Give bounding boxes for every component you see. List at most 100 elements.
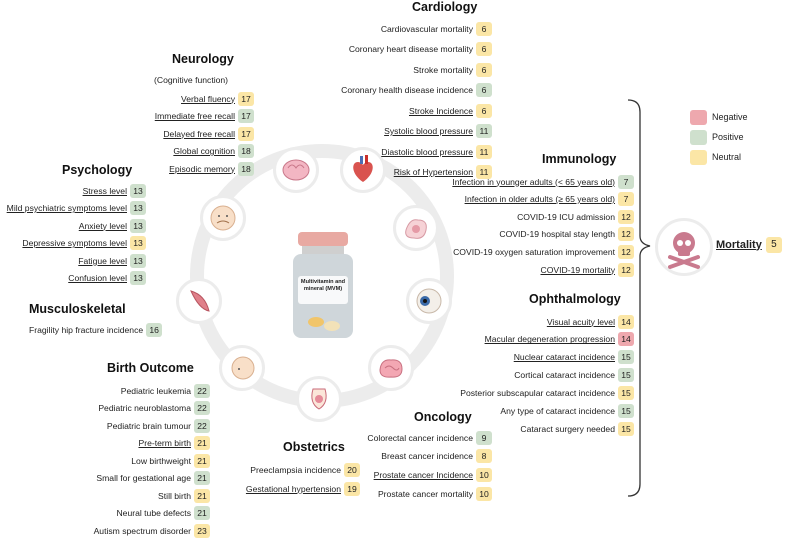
immunology-reference-badge: 12	[618, 209, 634, 224]
cardiology-outcome-label: Stroke Incidence	[408, 105, 473, 116]
ophthalmology-title: Ophthalmology	[529, 292, 621, 306]
mortality-label: Mortality	[716, 238, 762, 251]
legend-positive-swatch	[690, 130, 707, 145]
ophthalmology-reference-badge: 15	[618, 404, 634, 418]
cardiology-reference-badge: 6	[476, 21, 492, 36]
mvm-bottle-icon	[293, 232, 353, 338]
birth-outcome-label: Small for gestational age	[96, 473, 191, 483]
birth-reference-badge: 22	[194, 383, 210, 398]
neurology-outcome-label: Episodic memory	[169, 163, 235, 174]
birth-outcome-label: Still birth	[158, 490, 191, 501]
legend-negative-swatch	[690, 110, 707, 125]
ophthalmology-reference-badge: 15	[618, 368, 634, 383]
psychology-outcome-label: Confusion level	[68, 273, 127, 283]
ophthalmology-outcome-label: Macular degeneration progression	[484, 334, 615, 345]
heart-icon	[340, 147, 386, 193]
psychology-outcome-label: Stress level	[82, 185, 127, 196]
mortality-badge: 5	[765, 236, 782, 253]
musculoskeletal-title: Musculoskeletal	[29, 302, 126, 316]
cardiology-outcome-label: Systolic blood pressure	[384, 126, 473, 136]
obstetrics-reference-badge: 20	[344, 462, 360, 477]
brain-icon	[273, 147, 319, 193]
psychology-reference-badge: 13	[130, 271, 146, 285]
neurology-subtitle: (Cognitive function)	[154, 75, 229, 85]
obstetrics-outcome-label: Gestational hypertension	[245, 483, 341, 494]
immunology-reference-badge: 7	[618, 192, 634, 207]
psychology-outcome-label: Anxiety level	[78, 220, 127, 231]
neurology-reference-badge: 18	[238, 144, 254, 158]
neurology-reference-badge: 17	[238, 126, 254, 141]
cardiology-reference-badge: 11	[476, 165, 492, 179]
neurology-reference-badge: 17	[238, 91, 254, 106]
psychology-title: Psychology	[62, 163, 133, 177]
oncology-outcome-label: Prostate cancer mortality	[377, 488, 473, 499]
muscle-icon	[176, 278, 222, 324]
legend-neutral-label: Neutral	[712, 152, 742, 162]
immunology-reference-badge: 12	[618, 227, 634, 242]
birth-outcome-title: Birth Outcome	[107, 361, 194, 375]
legend-neutral-swatch	[690, 150, 707, 165]
psychology-outcome-label: Fatigue level	[78, 255, 127, 266]
cardiology-outcome-label: Cardiovascular mortality	[380, 23, 473, 34]
birth-outcome-label: Pediatric leukemia	[120, 385, 191, 396]
cardiology-outcome-label: Risk of Hypertension	[393, 167, 473, 177]
neurology-title: Neurology	[172, 52, 234, 66]
immunology-reference-badge: 12	[618, 262, 634, 277]
birth-outcome-label: Low birthweight	[131, 455, 191, 466]
birth-outcome-label: Pre-term birth	[138, 438, 191, 448]
neurology-outcome-label: Verbal fluency	[181, 93, 235, 104]
birth-outcome-label: Autism spectrum disorder	[93, 525, 191, 536]
musculoskeletal-outcome-label: Fragility hip fracture incidence	[29, 324, 144, 335]
birth-outcome-label: Neural tube defects	[116, 508, 191, 518]
oncology-reference-badge: 8	[476, 449, 492, 464]
birth-reference-badge: 22	[194, 401, 210, 415]
psychology-reference-badge: 13	[130, 218, 146, 233]
birth-reference-badge: 21	[194, 471, 210, 485]
ophthalmology-outcome-label: Nuclear cataract incidence	[513, 352, 615, 363]
birth-reference-badge: 21	[194, 488, 210, 503]
immunology-title: Immunology	[542, 152, 617, 166]
cardiology-outcome-label: Diastolic blood pressure	[381, 146, 473, 157]
birth-outcome-label: Pediatric brain tumour	[106, 420, 191, 431]
psychology-reference-badge: 13	[130, 201, 146, 215]
cardiology-reference-badge: 11	[476, 124, 492, 138]
cardiology-outcome-label: Coronary health disease incidence	[341, 85, 473, 95]
immunology-row: Infection in younger adults (< 65 years …	[452, 174, 634, 189]
ophthalmology-row: Posterior subscapular cataract incidence…	[460, 386, 634, 401]
immunology-outcome-label: COVID-19 hospital stay length	[499, 229, 615, 240]
legend-positive-label: Positive	[712, 132, 744, 142]
birth-outcome-label: Pediatric neuroblastoma	[98, 403, 191, 413]
birth-reference-badge: 21	[194, 453, 210, 468]
neurology-outcome-label: Global cognition	[173, 146, 235, 156]
oncology-reference-badge: 9	[476, 430, 492, 445]
obstetrics-title: Obstetrics	[283, 440, 345, 454]
face-icon	[200, 195, 246, 241]
